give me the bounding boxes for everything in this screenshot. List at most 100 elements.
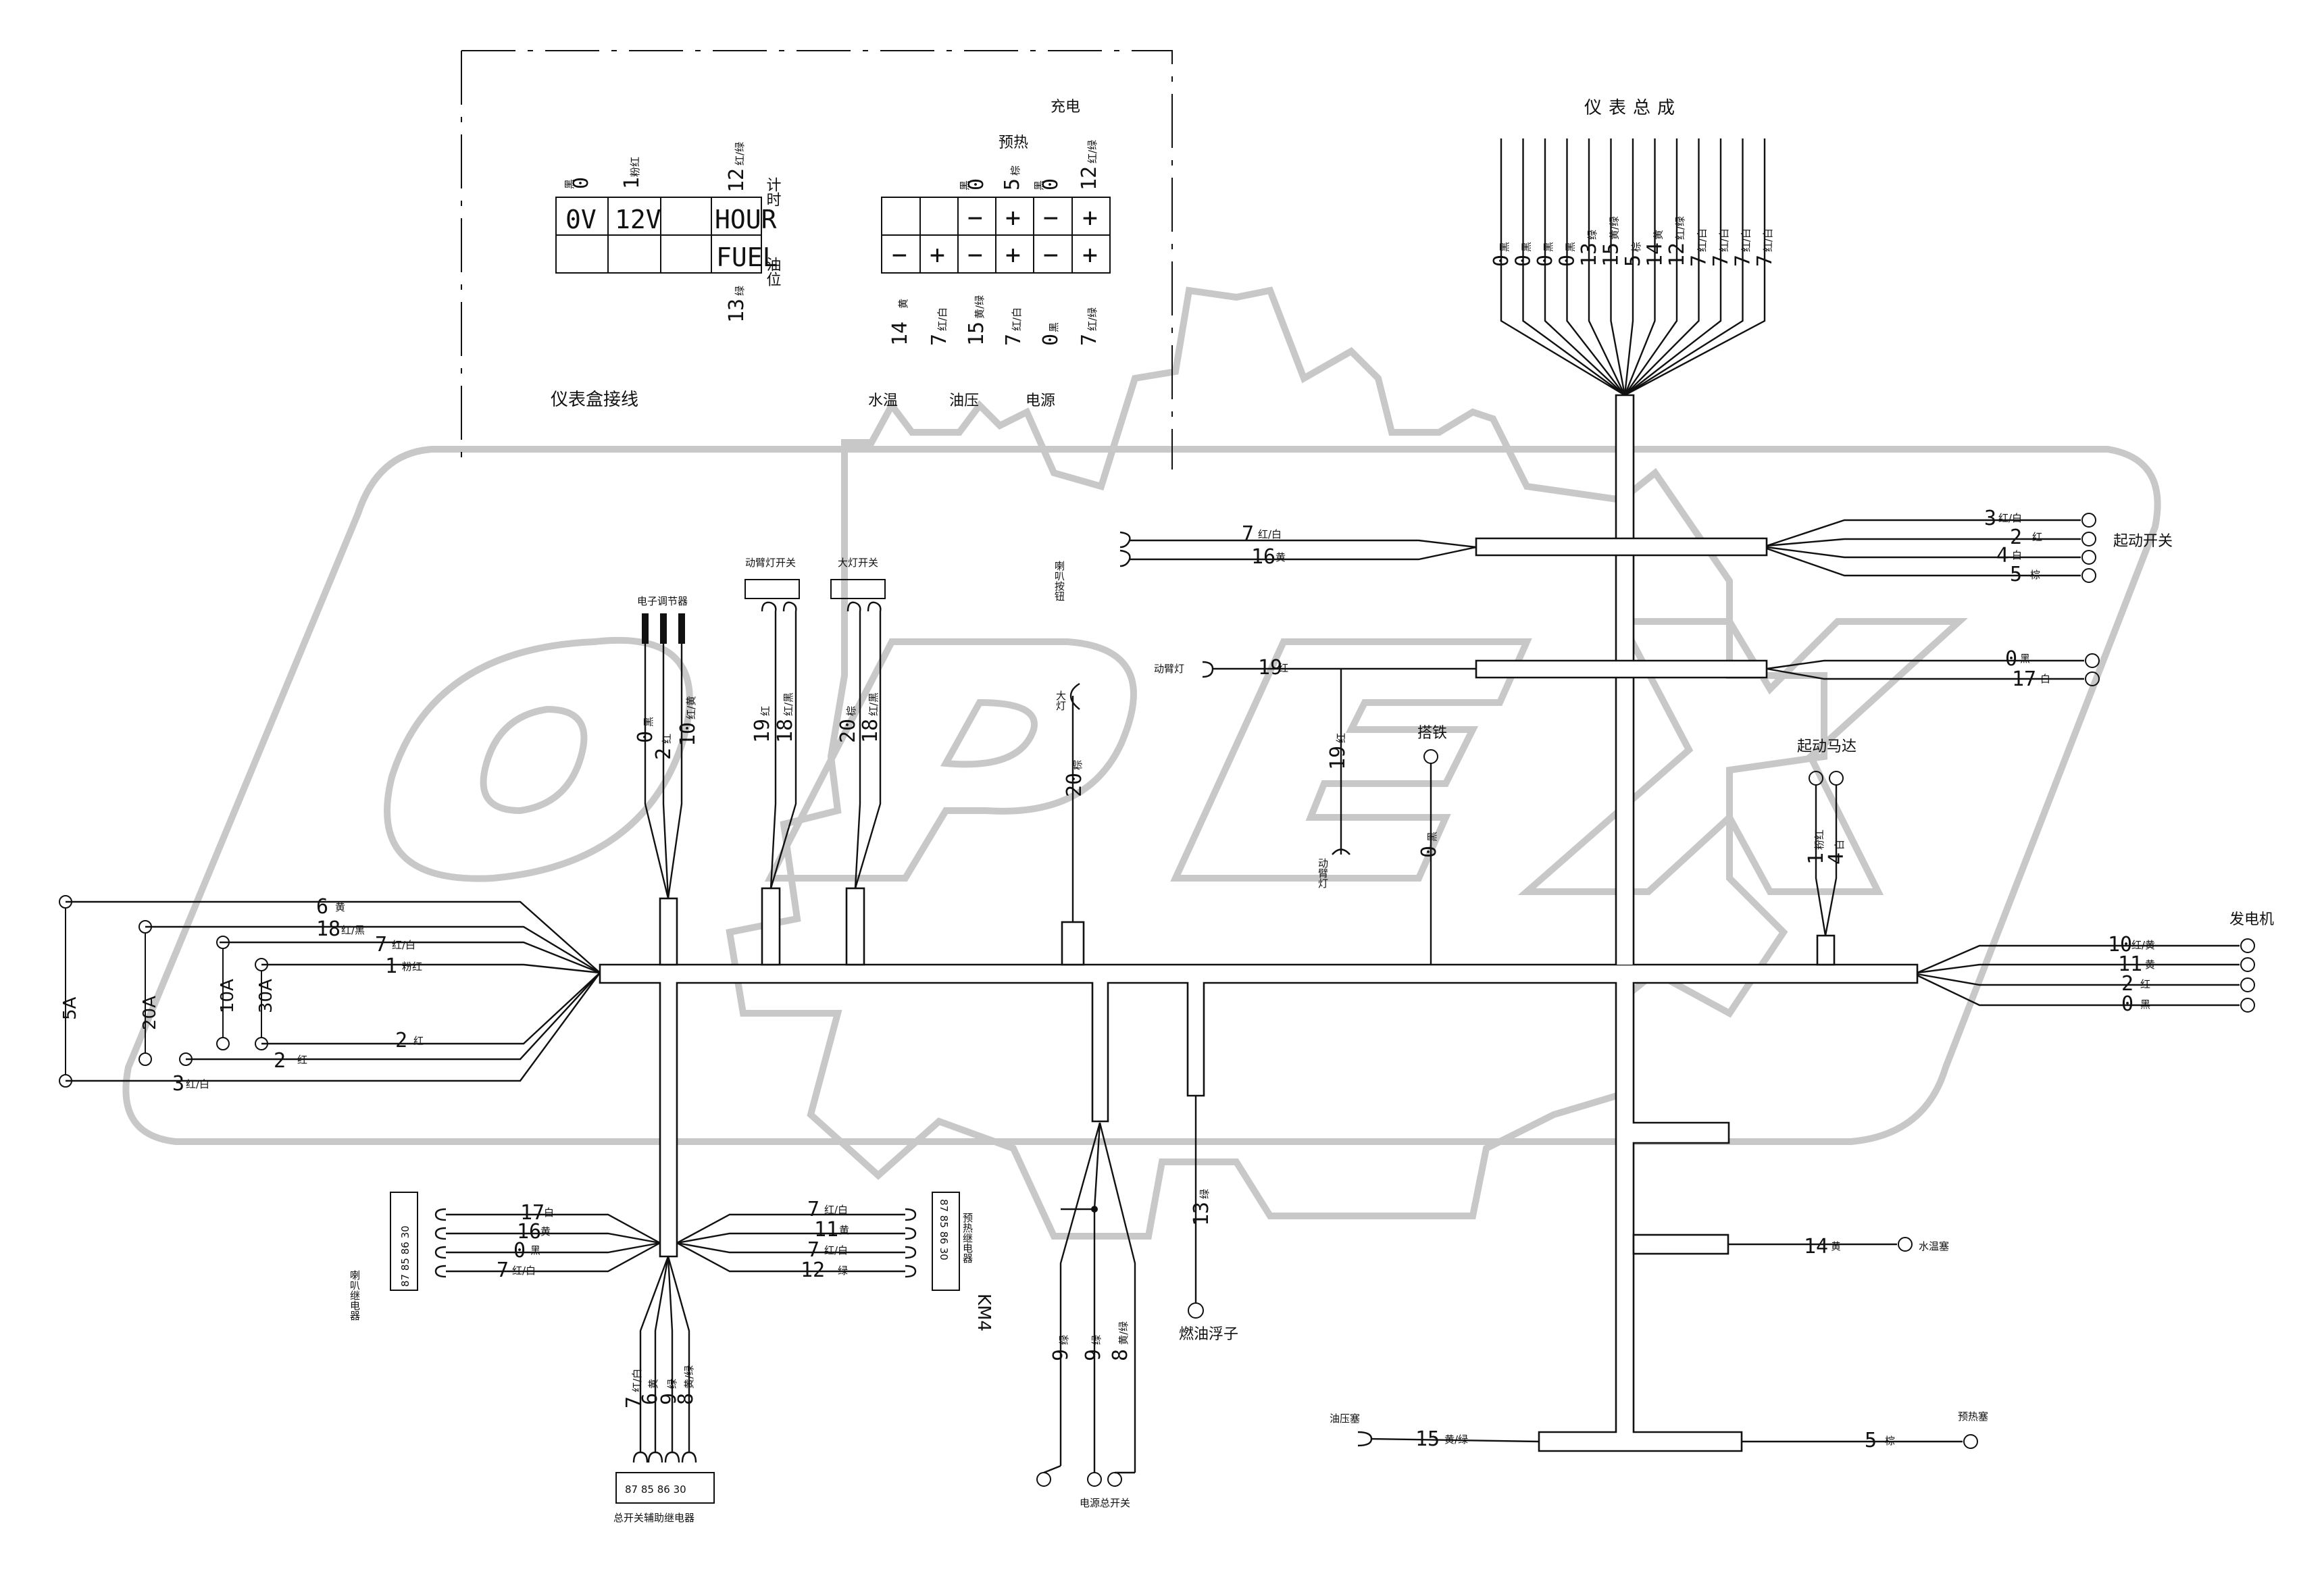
boom-switch-body [744,579,800,599]
svg-text:红/白: 红/白 [186,1078,209,1090]
fuse-terminal [59,895,72,909]
headlight-switch: 大灯开关 20棕 18红/黑 [830,557,886,889]
main-switch-relay: 87 85 86 30 总开关辅助继电器 7红/白 6黄 9绿 8黄/绿 [613,1256,715,1524]
svg-text:红: 红 [1335,733,1347,743]
svg-text:粉红: 粉红 [1813,830,1825,850]
assembly-wire-number: 7 [1753,255,1777,267]
svg-text:红/白: 红/白 [1011,307,1023,331]
harness-vertical-trunk [1615,394,1635,965]
assembly-wire [1522,138,1625,396]
svg-text:黄/绿: 黄/绿 [974,295,986,319]
svg-text:黑: 黑 [959,180,971,190]
assembly-wire [1624,138,1700,396]
power-switch-plus [1107,1472,1122,1487]
svg-text:0: 0 [2121,992,2133,1016]
water-temp-label: 水温 [868,392,898,409]
power-switch-minus [1036,1472,1051,1487]
oil-level-label: 油位 [764,257,782,286]
watermark-emblem [122,446,2161,1145]
svg-text:粉红: 粉红 [629,157,641,177]
svg-text:5: 5 [1865,1429,1877,1452]
svg-text:6: 6 [638,1393,662,1405]
sign-r1-c6: + [1082,203,1098,232]
assembly-wire-color: 红/白 [1740,228,1752,252]
assembly-wire-number: 0 [1534,255,1557,267]
water-temp-terminal [1898,1237,1913,1252]
instrument-assembly-title: 仪表总成 [1584,98,1682,118]
preheat-plug-terminal [1963,1434,1978,1449]
boom-light-switch-label: 动臂灯开关 [745,557,796,569]
harness-branch-horn [1475,537,1768,557]
svg-text:红/黄: 红/黄 [2131,939,2155,951]
svg-text:红/白: 红/白 [631,1369,643,1392]
svg-text:7: 7 [1002,334,1026,346]
svg-text:17: 17 [2012,667,2036,691]
svg-text:87 85 86 30: 87 85 86 30 [625,1483,686,1496]
svg-text:0: 0 [965,178,988,190]
headlight-switch-label: 大灯开关 [838,557,878,569]
svg-text:13: 13 [1190,1202,1213,1226]
svg-text:白: 白 [2012,549,2022,561]
svg-text:9: 9 [1082,1349,1105,1361]
assembly-wire-color: 黑 [1565,242,1577,252]
stub-headlight-switch [845,887,865,966]
fuse-30a: 30A [256,979,276,1013]
svg-text:红/黄: 红/黄 [685,696,697,719]
svg-text:绿: 绿 [734,286,746,296]
preheat-relay-body [932,1192,960,1291]
svg-text:16: 16 [1251,545,1275,569]
svg-text:17: 17 [520,1201,545,1225]
gauge-cell-hour: HOUR [715,205,777,234]
svg-text:红/白: 红/白 [1258,528,1282,540]
assembly-wire-color: 黑 [1542,242,1555,252]
svg-text:绿: 绿 [1198,1189,1211,1199]
assembly-wire-color: 棕 [1630,242,1642,252]
horn-relay-body [390,1192,418,1291]
power-switch-minus2 [1087,1472,1102,1487]
watermark-logo [122,286,2161,1240]
assembly-wire-number: 0 [1512,255,1536,267]
sign-r1-c5: − [1043,203,1059,232]
svg-text:5: 5 [2010,563,2022,586]
svg-text:黄: 黄 [647,1379,659,1389]
assembly-wire-color: 绿 [1586,230,1598,240]
fuse-terminal [59,1074,72,1088]
regulator-pin [678,613,685,644]
svg-text:白: 白 [544,1206,554,1219]
gauge-table: 0V 12V HOUR FUEL 0黑 1粉红 12红/绿 13绿 计时 油位 [555,142,782,323]
start-switch-label: 起动开关 [2113,533,2173,550]
svg-text:12: 12 [801,1258,825,1282]
assembly-wire [1610,138,1626,396]
watermark-letter-o [384,636,693,882]
svg-text:8: 8 [1109,1349,1132,1361]
main-switch-relay-body [615,1472,715,1504]
timer-label: 计时 [764,177,781,207]
assembly-wire-color: 红/白 [1696,228,1709,252]
svg-text:黄: 黄 [335,901,345,913]
assembly-wire-color: 黑 [1498,242,1511,252]
assembly-wire-color: 黄 [1652,230,1665,240]
fuse-20a: 20A [140,996,160,1030]
svg-text:红/绿: 红/绿 [1086,307,1098,331]
stub-headlight [1061,921,1085,966]
svg-text:7: 7 [807,1238,819,1262]
assembly-wire-number: 7 [1709,255,1733,267]
svg-text:14: 14 [888,322,912,346]
preheat-relay-label: 预热继电器 [961,1213,974,1263]
svg-text:棕: 棕 [1009,166,1021,176]
svg-text:红/黑: 红/黑 [341,924,365,936]
svg-text:红: 红 [2140,978,2150,990]
ib-wire-13: 13 [725,299,749,323]
svg-text:黑: 黑 [2140,998,2150,1011]
svg-text:黑: 黑 [563,179,576,189]
sign-r1-c3: − [967,203,983,232]
svg-text:黑: 黑 [1048,322,1060,332]
start-switch-terminal [2081,550,2096,565]
watermark-letter-p [764,638,1137,882]
